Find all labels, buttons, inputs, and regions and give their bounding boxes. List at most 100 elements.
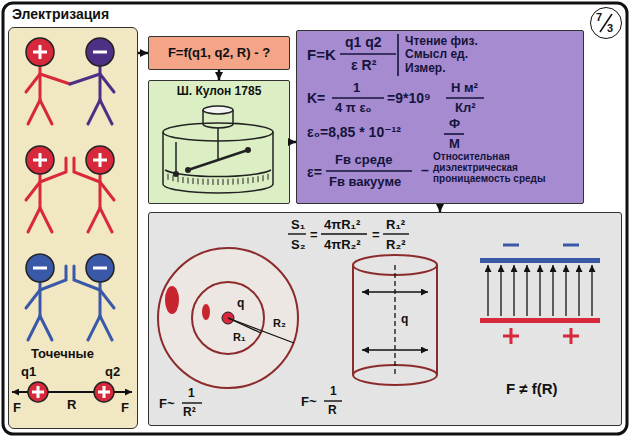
shape-ellipse (202, 304, 210, 320)
node-text-wrap: Ф (449, 117, 460, 132)
shape-g (228, 318, 294, 343)
node-text: Fв среде (335, 153, 392, 168)
node-box: F=f(q1, q2, R) - ? (148, 36, 290, 70)
shape-line (175, 142, 177, 174)
node-text-wrap: R (67, 398, 76, 413)
shape-path (165, 170, 271, 177)
node-text: 1 (188, 387, 195, 400)
node-text-wrap: ε₀=8,85 * 10⁻¹² (307, 125, 401, 141)
shape-line (188, 150, 248, 170)
node-text: 4 π ε₀ (335, 101, 371, 116)
node-text: F=K (307, 47, 336, 64)
shape-g (26, 66, 114, 232)
node-text-wrap: K= (307, 91, 325, 107)
flow-arrow (138, 52, 148, 55)
shape-path (33, 153, 47, 167)
diagram-title: Электризация (12, 7, 109, 23)
shape-line (500, 265, 501, 316)
shape-line (12, 391, 28, 393)
node-text-wrap: S₁ (291, 218, 305, 233)
shape-g (26, 38, 114, 402)
shape-circle (94, 382, 114, 402)
node-text: q (237, 297, 244, 310)
shape-line (263, 175, 264, 181)
node-text: = (372, 228, 380, 243)
shape-g (503, 328, 579, 344)
shape-line (178, 176, 179, 182)
shape-path (163, 184, 273, 193)
node-text-wrap: F~ (159, 397, 175, 412)
shape-line (208, 179, 209, 185)
node-text-wrap: 4πR₂² (324, 238, 361, 253)
shape-line (383, 233, 409, 234)
shape-line (198, 178, 199, 184)
node-text: q1 q2 (345, 35, 382, 51)
node-text: q1 (21, 365, 36, 380)
shape-line (487, 265, 488, 316)
shape-line (513, 265, 514, 316)
node-text-wrap: Относительная диэлектрическая проницаемо… (433, 151, 581, 185)
node-text: Кл² (455, 101, 476, 116)
node-text-wrap: Fв вакууме (329, 175, 401, 190)
node-text-wrap: 4 π ε₀ (335, 101, 371, 116)
shape-line (168, 174, 169, 180)
shape-line (321, 233, 367, 234)
node-text-wrap: ε R² (351, 58, 376, 74)
node-text: R₁² (386, 218, 405, 233)
node-text: М (449, 137, 460, 152)
node-text-wrap: М (449, 137, 460, 152)
shape-line (228, 179, 229, 185)
node-text: F~ (301, 395, 317, 410)
node-text: 1 (330, 385, 337, 398)
shape-path (98, 386, 110, 398)
node-box: Ш. Кулон 1785 (148, 80, 290, 204)
node-text-wrap: F=K (307, 47, 336, 64)
diagram-title-wrap: Электризация (12, 7, 109, 23)
node-text: 3 (607, 22, 613, 34)
node-text-wrap: Н м² (451, 81, 478, 96)
node-text: K= (307, 91, 325, 107)
node-text-wrap: 3 (607, 22, 613, 34)
shape-line (340, 53, 396, 55)
node-text: q (401, 313, 408, 326)
shape-line (578, 265, 579, 316)
node-text-wrap: S₂ (291, 238, 305, 253)
shape-line (173, 175, 174, 181)
node-text-wrap: 4πR₁² (324, 218, 360, 233)
shape-line (446, 97, 484, 99)
shape-line (114, 391, 132, 393)
node-text: S₁ (291, 218, 305, 233)
node-text: 1 (353, 81, 360, 96)
shape-line (324, 400, 342, 401)
shape-path (32, 386, 44, 398)
shape-circle (245, 147, 251, 153)
shape-line (397, 34, 399, 76)
node-text-wrap: Чтение физ. Смысл ед. Измер. (405, 35, 489, 75)
shape-circle (185, 167, 191, 173)
shape-path (503, 328, 579, 344)
shape-line (394, 265, 395, 375)
node-text-wrap: q (401, 313, 408, 326)
node-text: =9*10⁹ (387, 91, 431, 107)
shape-line (48, 391, 94, 393)
node-text-wrap: R₂ (273, 317, 286, 329)
shape-line (223, 179, 224, 185)
node-text-wrap: Fв среде (335, 153, 392, 168)
shape-line (526, 265, 527, 316)
shape-circle (86, 254, 114, 282)
node-text-wrap: ε= (307, 165, 322, 181)
node-text: 4πR₁² (324, 218, 360, 233)
node-text-wrap: F~ (301, 395, 317, 410)
shape-path (353, 265, 437, 375)
shape-circle (26, 254, 54, 282)
node-text: F=f(q1, q2, R) - ? (151, 46, 287, 61)
node-text: Ш. Кулон 1785 (151, 85, 287, 98)
node-box: F=K q1 q2 ε R² Чтение физ. Смысл ед. Измер.… (296, 30, 584, 204)
shape-path (93, 51, 107, 54)
node-text-wrap: R₁ (233, 331, 246, 343)
shape-line (243, 178, 244, 184)
node-text-wrap: q2 (105, 365, 120, 380)
shape-g (173, 147, 251, 177)
